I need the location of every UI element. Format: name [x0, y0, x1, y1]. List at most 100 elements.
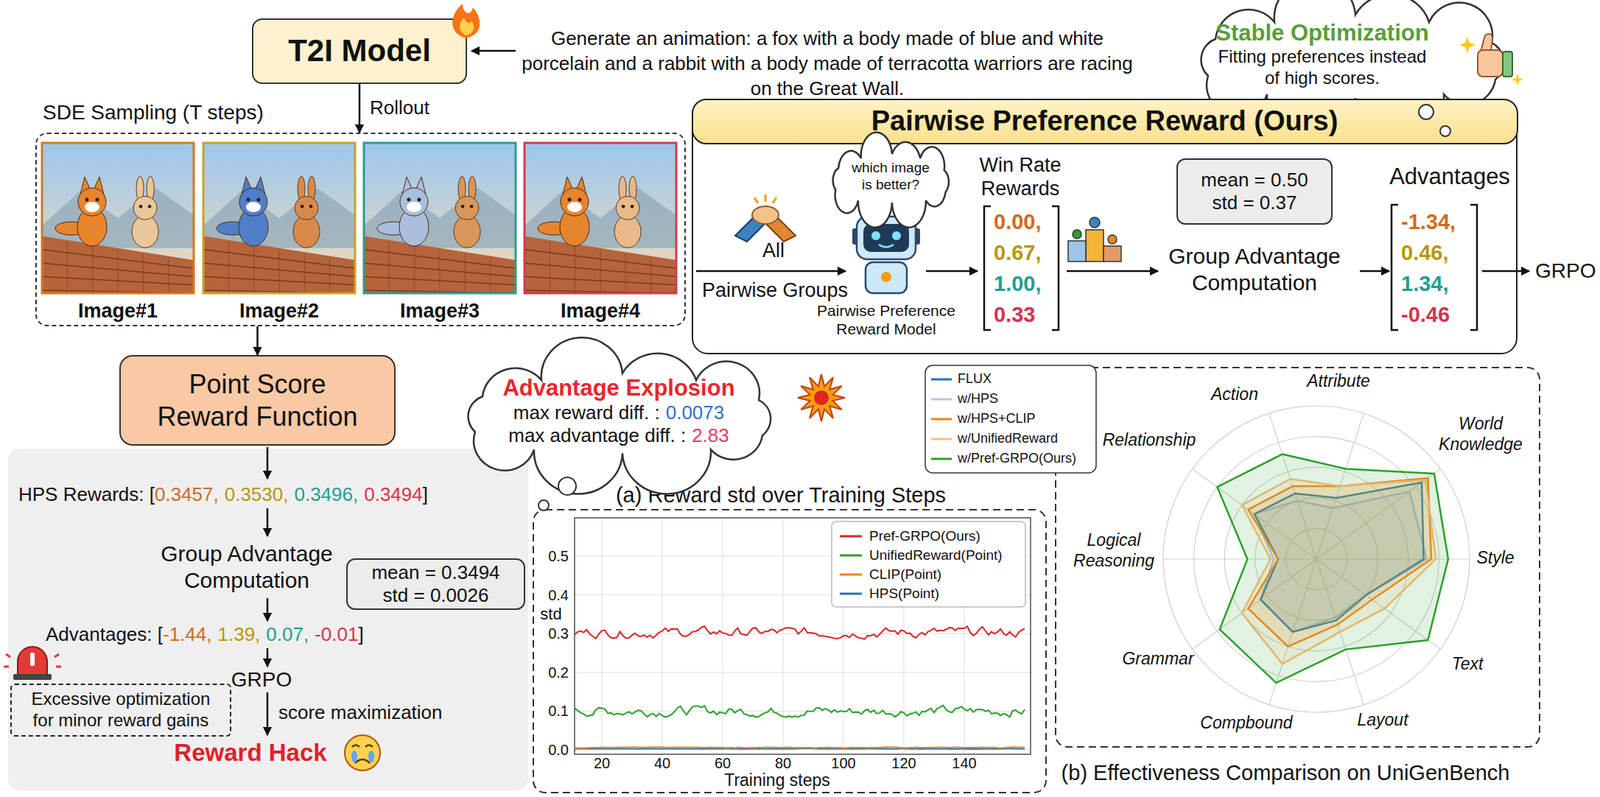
- graphic-circle: [300, 204, 305, 209]
- graphic-path: [355, 759, 370, 764]
- legend-text: CLIP(Point): [869, 566, 942, 584]
- label-text: (b) Effectiveness Comparison on UniGenBe…: [1061, 760, 1511, 787]
- graphic-circle: [1440, 125, 1451, 137]
- label-text: 0.0: [548, 741, 569, 759]
- graphic-line: [574, 671, 1031, 673]
- graphic-ellipse: [131, 215, 159, 248]
- graphic-line: [266, 692, 269, 736]
- graphic-path: [17, 646, 48, 675]
- graphic-polygon: [1216, 454, 1449, 684]
- graphic-rect: [203, 142, 356, 294]
- label-text: Action: [1211, 384, 1259, 406]
- legend-line-sample: [839, 554, 862, 557]
- model-box: T2I Model: [251, 18, 468, 84]
- graphic-circle: [133, 195, 157, 220]
- graphic-line: [1359, 270, 1390, 273]
- graphic-line: [574, 245, 576, 294]
- label-text: Image#4: [560, 299, 641, 323]
- graphic-circle: [416, 198, 421, 202]
- label-text: 0.3530,: [224, 483, 289, 507]
- graphic-ellipse: [453, 215, 481, 248]
- graphic-rect: [13, 674, 52, 680]
- graphic-circle: [538, 500, 549, 511]
- label-text: -1.34,: [1401, 209, 1456, 235]
- graphic-circle: [309, 204, 314, 209]
- graphic-circle: [813, 390, 829, 406]
- graphic-circle: [558, 477, 577, 496]
- graphic-path: [1459, 36, 1476, 54]
- legend-text: w/Pref-GRPO(Ours): [957, 450, 1077, 468]
- legend-text: FLUX: [957, 371, 992, 388]
- text-row: Advantages: [-1.44,1.39,0.07,-0.01]: [45, 623, 364, 647]
- graphic-g: [735, 194, 796, 242]
- graphic-circle: [1418, 104, 1434, 120]
- legend-line-sample: [839, 535, 862, 538]
- legend-text: w/HPS+CLIP: [957, 411, 1036, 428]
- label-text: 0.46,: [1401, 240, 1449, 266]
- graphic-path: [452, 3, 480, 39]
- node-text: mean = 0.50: [1200, 168, 1308, 192]
- graphic-path: [833, 132, 949, 228]
- graphic-circle: [84, 198, 89, 202]
- label-text: 1.00,: [993, 271, 1042, 297]
- label-text: Training steps: [724, 770, 831, 792]
- reward-function-box: Point Score Reward Function: [119, 355, 396, 446]
- node-text: Fitting preferences instead of high scor…: [1215, 46, 1430, 90]
- label-text: -1.44,: [162, 623, 213, 647]
- label-text: Logical Reasoning: [1069, 530, 1159, 571]
- graphic-polyline: [574, 705, 1025, 718]
- label-text: Group Advantage Computation: [147, 540, 347, 594]
- graphic-path: [1480, 33, 1493, 52]
- graphic-circle: [892, 231, 901, 241]
- graphic-polygon: [524, 235, 677, 294]
- graphic-ellipse: [752, 206, 779, 224]
- graphic-ellipse: [84, 201, 100, 213]
- node-text: max reward diff. :: [513, 401, 661, 424]
- graphic-polygon: [524, 187, 677, 249]
- graphic-circle: [560, 187, 589, 216]
- thought-bubble: which image is better?: [824, 148, 957, 205]
- graphic-circle: [871, 231, 881, 241]
- text-line: Advantage Explosion: [502, 374, 735, 402]
- group-heading: SDE Sampling (T steps): [42, 100, 264, 126]
- connector-arrow: [256, 326, 259, 356]
- graphic-line: [439, 249, 441, 294]
- label-text: ]: [358, 623, 364, 647]
- node-text: T2I Model: [288, 32, 431, 70]
- graphic-circle: [406, 198, 411, 202]
- label-text: Group Advantage Computation: [1155, 243, 1354, 297]
- label-text: HPS Rewards: [: [18, 483, 155, 507]
- label-text: 80: [774, 754, 792, 773]
- legend-text: w/UnifiedReward: [957, 430, 1058, 448]
- label-text: Win Rate Rewards: [968, 153, 1072, 202]
- label-text: ]: [422, 483, 428, 507]
- graphic-circle: [239, 187, 268, 216]
- graphic-line: [600, 249, 602, 294]
- graphic-ellipse: [567, 201, 582, 213]
- graphic-line: [601, 517, 603, 755]
- graphic-line: [1066, 270, 1159, 273]
- label-text: std: [539, 604, 562, 624]
- reward-panel: Pairwise Preference Reward (Ours)which i…: [691, 98, 1518, 355]
- graphic-line: [464, 253, 466, 294]
- graphic-line: [413, 245, 415, 294]
- graphic-line: [1482, 270, 1530, 273]
- label-text: 0.3496,: [293, 483, 359, 507]
- graphic-rect: [203, 142, 356, 294]
- graphic-line: [266, 598, 269, 621]
- label-text: 0.3457,: [154, 483, 219, 507]
- graphic-rect: [831, 521, 1026, 607]
- graphic-line: [279, 249, 280, 294]
- label-text: GRPO: [231, 667, 292, 693]
- graphic-line: [228, 241, 230, 294]
- stats-box: mean = 0.50std = 0.37: [1176, 158, 1333, 225]
- graphic-line: [167, 257, 169, 294]
- label-text: Image#3: [400, 299, 480, 323]
- graphic-line: [266, 508, 269, 537]
- warning-cloud: Advantage Explosionmax reward diff. :0.0…: [445, 364, 792, 457]
- graphic-rect: [865, 262, 907, 294]
- graphic-polygon: [203, 187, 356, 249]
- node-text: 0.0073: [665, 401, 725, 424]
- graphic-path: [459, 17, 474, 36]
- label-text: All: [762, 238, 785, 263]
